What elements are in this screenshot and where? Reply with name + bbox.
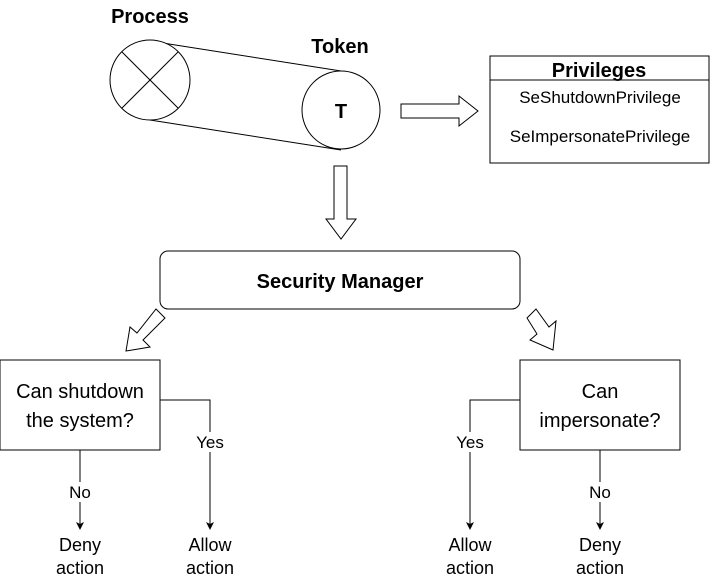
left-no-label: No	[69, 483, 91, 502]
token-to-security-manager-arrow	[325, 165, 357, 240]
can-impersonate-line-1: Can	[582, 381, 619, 403]
token-letter: T	[335, 101, 347, 123]
security-manager-to-left-arrow	[125, 308, 166, 352]
right-allow-line-2: action	[446, 558, 494, 578]
security-manager-box	[159, 250, 521, 310]
right-deny-line-1: Deny	[579, 535, 621, 555]
token-to-privileges-arrow	[400, 94, 479, 128]
privileges-title: Privileges	[552, 60, 647, 82]
security-manager-to-right-arrow	[526, 308, 557, 351]
can-shutdown-line-2: the system?	[26, 410, 134, 432]
can-impersonate-box	[519, 359, 681, 451]
process-icon	[109, 39, 191, 121]
privilege-item: SeImpersonatePrivilege	[510, 127, 690, 146]
right-allow-line-1: Allow	[448, 535, 492, 555]
privilege-item: SeShutdownPrivilege	[519, 88, 681, 107]
process-token-link-bottom	[149, 119, 342, 151]
right-no-label: No	[589, 483, 611, 502]
left-deny-line-2: action	[56, 558, 104, 578]
can-shutdown-box	[0, 359, 161, 451]
left-yes-label: Yes	[196, 433, 224, 452]
left-allow-line-2: action	[186, 558, 234, 578]
left-allow-line-1: Allow	[188, 535, 232, 555]
token-icon	[301, 70, 381, 150]
right-yes-edge	[466, 399, 520, 530]
security-manager-label: Security Manager	[257, 271, 424, 293]
can-shutdown-line-1: Can shutdown	[16, 381, 144, 403]
can-impersonate-line-2: impersonate?	[539, 410, 660, 432]
left-yes-edge	[160, 399, 214, 530]
token-label: Token	[311, 36, 368, 58]
left-deny-line-1: Deny	[59, 535, 101, 555]
privileges-box	[489, 55, 710, 164]
process-label: Process	[111, 6, 189, 28]
process-token-link-top	[149, 40, 342, 72]
right-deny-line-2: action	[576, 558, 624, 578]
right-yes-label: Yes	[456, 433, 484, 452]
